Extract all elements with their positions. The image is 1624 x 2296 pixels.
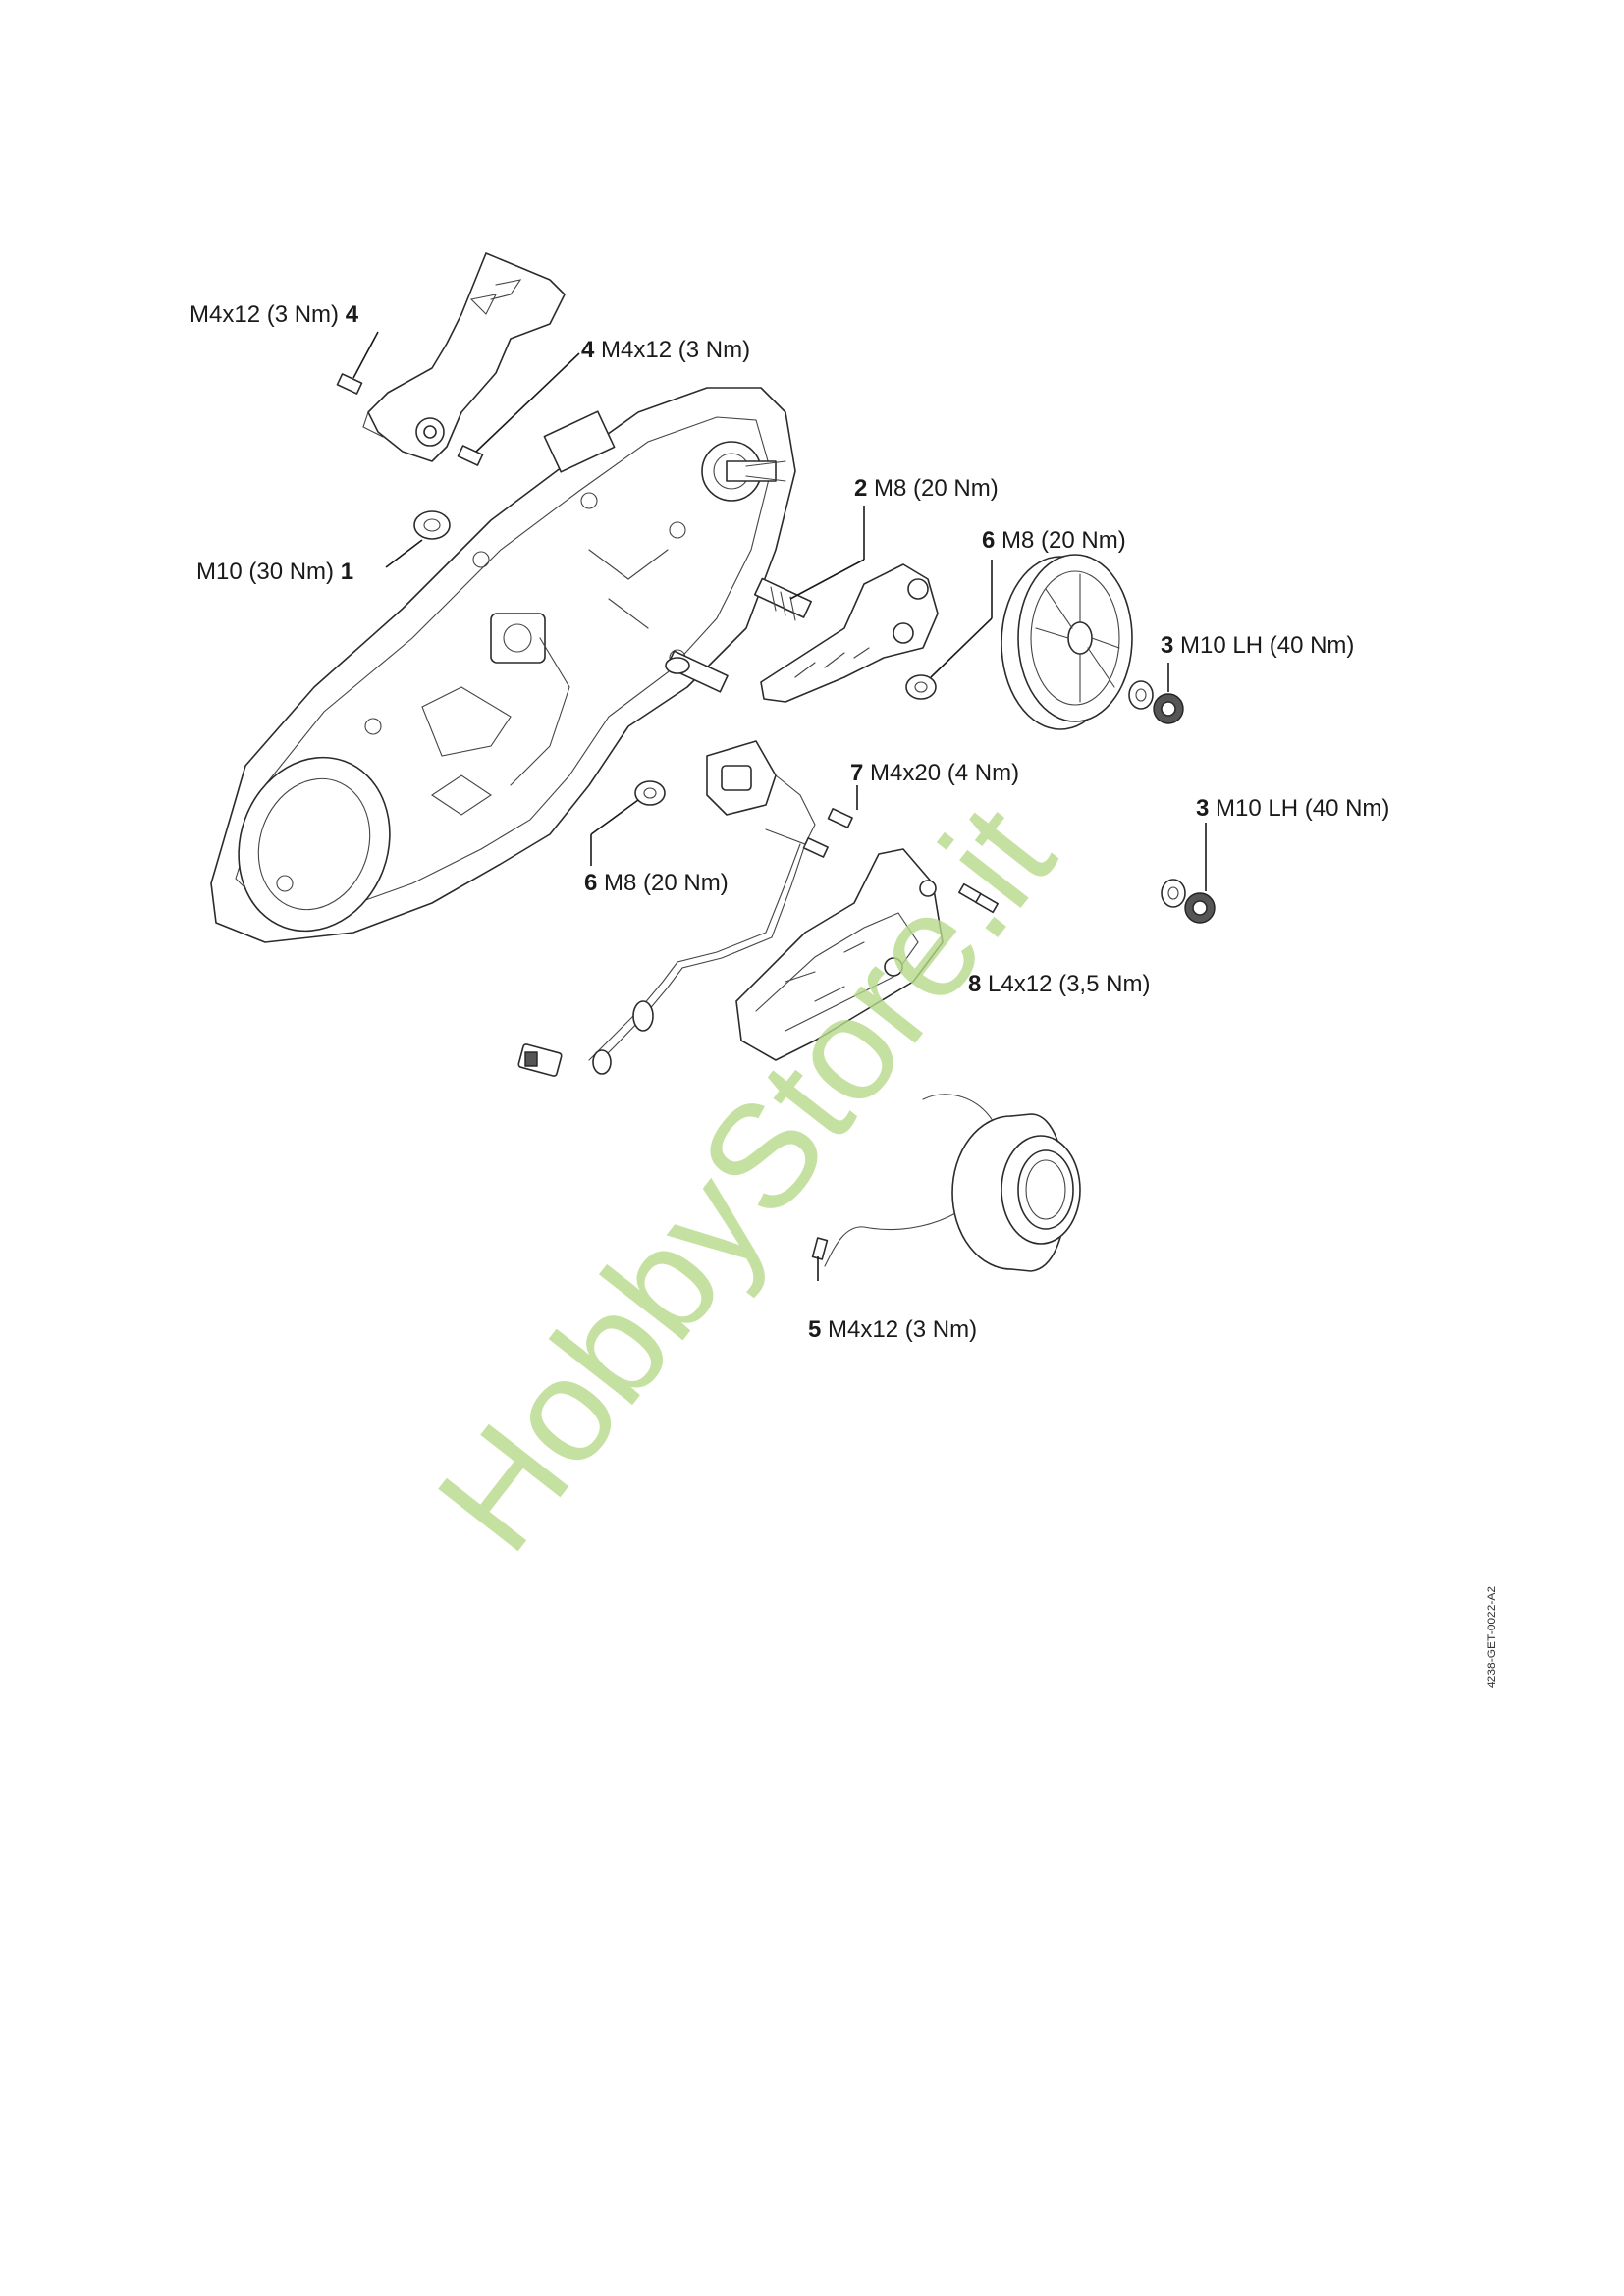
svg-text:M4x12 (3 Nm) 4: M4x12 (3 Nm) 4 — [189, 301, 359, 328]
callout-7: 7 M4x20 (4 Nm) — [850, 760, 1019, 786]
ignition-module — [706, 740, 816, 845]
screw-5 — [811, 1237, 829, 1260]
svg-text:7 M4x20 (4 Nm): 7 M4x20 (4 Nm) — [850, 760, 1019, 786]
nut-6-lower — [634, 780, 666, 806]
callout-spec: M4x12 (3 Nm) — [601, 337, 750, 363]
callout-spec: M8 (20 Nm) — [1001, 527, 1126, 554]
callout-6-upper: 6 M8 (20 Nm) — [982, 527, 1126, 554]
callout-spec: M8 (20 Nm) — [874, 475, 999, 502]
clutch-drum — [824, 1094, 1081, 1272]
svg-text:6 M8 (20 Nm): 6 M8 (20 Nm) — [584, 870, 729, 896]
callout-number: 6 — [584, 870, 597, 896]
callout-number: 5 — [808, 1316, 821, 1343]
connector-plug — [517, 1043, 563, 1077]
drawing-code: 4238-GET-0022-A2 — [1485, 1586, 1498, 1688]
callout-number: 8 — [968, 971, 981, 997]
nut-6-upper — [905, 674, 937, 700]
callout-4-upper-right: 4 M4x12 (3 Nm) — [581, 337, 750, 363]
svg-text:5 M4x12 (3 Nm): 5 M4x12 (3 Nm) — [808, 1316, 977, 1343]
callout-8: 8 L4x12 (3,5 Nm) — [968, 971, 1150, 997]
callout-6-lower: 6 M8 (20 Nm) — [584, 870, 729, 896]
callout-spec: L4x12 (3,5 Nm) — [988, 971, 1150, 997]
svg-text:3 M10 LH (40 Nm): 3 M10 LH (40 Nm) — [1196, 795, 1389, 822]
callout-number: 3 — [1161, 632, 1173, 659]
callout-number: 2 — [854, 475, 867, 502]
callout-4-upper-left: M4x12 (3 Nm) 4 — [189, 301, 359, 328]
support-arm — [760, 563, 939, 703]
washer-3-upper — [1128, 680, 1154, 710]
callout-5: 5 M4x12 (3 Nm) — [808, 1316, 977, 1343]
callout-spec: M4x12 (3 Nm) — [828, 1316, 977, 1343]
belt-pulley — [1001, 554, 1133, 730]
nut-1 — [413, 510, 451, 540]
guard-cover — [735, 848, 944, 1061]
callout-spec: M10 LH (40 Nm) — [1180, 632, 1354, 659]
nut-3-lower — [1184, 892, 1216, 924]
svg-text:M10 (30 Nm) 1: M10 (30 Nm) 1 — [196, 559, 353, 585]
callout-spec: M10 LH (40 Nm) — [1216, 795, 1389, 822]
svg-text:6 M8 (20 Nm): 6 M8 (20 Nm) — [982, 527, 1126, 554]
callout-spec: M4x20 (4 Nm) — [870, 760, 1019, 786]
wire-harness — [588, 843, 806, 1075]
bracket-cover-plate — [362, 252, 566, 462]
main-crankcase-housing — [210, 387, 796, 943]
callout-number: 4 — [581, 337, 595, 363]
screws-8 — [958, 882, 999, 914]
screw-7-b — [802, 837, 829, 858]
screw-7-a — [827, 808, 853, 828]
svg-text:4 M4x12 (3 Nm): 4 M4x12 (3 Nm) — [581, 337, 750, 363]
callout-number: 3 — [1196, 795, 1209, 822]
callout-number: 6 — [982, 527, 995, 554]
callout-3-lower: 3 M10 LH (40 Nm) — [1196, 795, 1389, 822]
callout-number: 4 — [346, 301, 359, 328]
screw-4-left — [336, 373, 363, 395]
callout-number: 7 — [850, 760, 863, 786]
callout-spec: M10 (30 Nm) — [196, 559, 334, 585]
svg-text:2 M8 (20 Nm): 2 M8 (20 Nm) — [854, 475, 999, 502]
screw-4-right — [457, 445, 484, 466]
washer-3-lower — [1161, 879, 1186, 908]
callout-1: M10 (30 Nm) 1 — [196, 559, 353, 585]
stud-bolt-housing — [665, 650, 729, 693]
callout-spec: M4x12 (3 Nm) — [189, 301, 339, 328]
callout-3-upper: 3 M10 LH (40 Nm) — [1161, 632, 1354, 659]
svg-text:3 M10 LH (40 Nm): 3 M10 LH (40 Nm) — [1161, 632, 1354, 659]
stud-bolt-2 — [753, 577, 812, 621]
callout-2: 2 M8 (20 Nm) — [854, 475, 999, 502]
callout-number: 1 — [341, 559, 353, 585]
callout-spec: M8 (20 Nm) — [604, 870, 729, 896]
nut-3-upper — [1153, 693, 1184, 724]
svg-text:8 L4x12 (3,5 Nm): 8 L4x12 (3,5 Nm) — [968, 971, 1150, 997]
leader-lines — [352, 331, 1207, 1281]
